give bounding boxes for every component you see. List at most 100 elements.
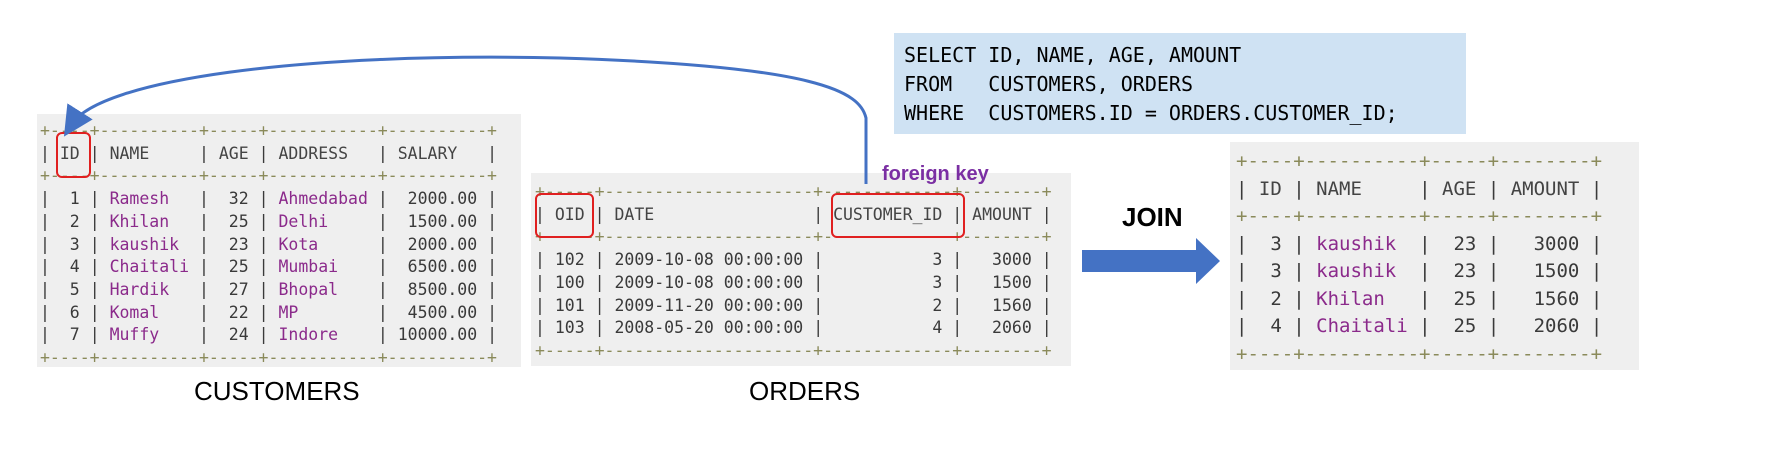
customers-cell: Indore	[278, 325, 368, 345]
orders-oid-highlight	[535, 193, 594, 238]
join-label: JOIN	[1122, 202, 1183, 232]
customers-cell: 2000.00	[397, 189, 478, 209]
result-table-grid: +----+----------+-----+--------+ | ID | …	[1236, 150, 1603, 365]
customers-cell: 3	[59, 234, 80, 254]
orders-customer-id-highlight	[831, 193, 965, 238]
result-border: +----+----------+-----+--------+	[1236, 342, 1603, 365]
customers-cell: 23	[218, 234, 249, 254]
result-cell: 3	[1258, 260, 1282, 282]
result-cell: 23	[1442, 232, 1477, 255]
customers-cell: 6	[59, 302, 80, 322]
result-cell: 4	[1258, 315, 1282, 337]
customers-cell: MP	[278, 302, 368, 322]
customers-header-id: ID	[59, 143, 80, 163]
orders-cell: 1560	[972, 295, 1032, 315]
customers-cell: 32	[218, 189, 249, 209]
orders-cell: 2009-10-08 00:00:00	[614, 250, 804, 270]
customers-border: +----+----------+-----+-----------+-----…	[40, 166, 497, 186]
result-row: | 3 | kaushik | 23 | 3000 |	[1236, 232, 1603, 255]
orders-cell: 4	[833, 318, 943, 338]
join-arrow	[1082, 238, 1220, 284]
customers-cell: 25	[218, 211, 249, 231]
customers-row: | 2 | Khilan | 25 | Delhi | 1500.00 |	[40, 211, 498, 231]
orders-table-grid: +-----+---------------------+-----------…	[535, 182, 1052, 360]
customers-border: +----+----------+-----+-----------+-----…	[40, 121, 497, 140]
foreign-key-arrow	[63, 55, 868, 184]
foreign-key-label: foreign key	[882, 163, 989, 185]
customers-cell: Khilan	[109, 211, 190, 231]
result-cell: 3000	[1510, 232, 1580, 255]
result-cell: kaushik	[1316, 260, 1408, 282]
customers-cell: Mumbai	[278, 257, 368, 277]
customers-cell: 8500.00	[397, 279, 478, 299]
customers-cell: 22	[218, 302, 249, 322]
customers-row: | 3 | kaushik | 23 | Kota | 2000.00 |	[40, 234, 498, 254]
customers-cell: Delhi	[278, 211, 368, 231]
customers-cell: 24	[218, 325, 249, 345]
customers-table: +----+----------+-----+-----------+-----…	[37, 114, 521, 367]
result-cell: 23	[1442, 260, 1477, 282]
customers-cell: Ahmedabad	[278, 189, 368, 209]
orders-cell: 2	[833, 295, 943, 315]
customers-cell: 2	[59, 211, 80, 231]
sql-line-2: FROM CUSTOMERS, ORDERS	[904, 72, 1193, 96]
result-row: | 2 | Khilan | 25 | 1560 |	[1236, 287, 1603, 310]
orders-cell: 2008-05-20 00:00:00	[614, 318, 804, 338]
result-header-age: AGE	[1442, 177, 1477, 200]
customers-cell: kaushik	[109, 234, 190, 254]
orders-caption: ORDERS	[749, 376, 861, 406]
customers-cell: 4	[59, 257, 80, 277]
orders-cell: 100	[554, 272, 585, 292]
customers-table-grid: +----+----------+-----+-----------+-----…	[40, 121, 498, 368]
orders-table: +-----+---------------------+-----------…	[531, 173, 1071, 366]
customers-row: | 5 | Hardik | 27 | Bhopal | 8500.00 |	[40, 279, 498, 299]
customers-row: | 7 | Muffy | 24 | Indore | 10000.00 |	[40, 325, 498, 345]
customers-cell: 27	[218, 279, 249, 299]
customers-header-address: ADDRESS	[278, 143, 368, 163]
orders-cell: 2060	[972, 318, 1032, 338]
customers-border: +----+----------+-----+-----------+-----…	[40, 348, 497, 368]
result-header-id: ID	[1258, 177, 1282, 200]
orders-cell: 102	[554, 250, 585, 270]
sql-query-text: SELECT ID, NAME, AGE, AMOUNT FROM CUSTOM…	[894, 33, 1466, 128]
result-cell: kaushik	[1316, 232, 1408, 255]
customers-cell: 1500.00	[397, 211, 478, 231]
result-row: | 4 | Chaitali | 25 | 2060 |	[1236, 315, 1603, 337]
customers-cell: Chaitali	[109, 257, 190, 277]
customers-cell: 1	[59, 189, 80, 209]
result-cell: 1560	[1510, 287, 1580, 310]
sql-line-3: WHERE CUSTOMERS.ID = ORDERS.CUSTOMER_ID;	[904, 101, 1398, 125]
orders-header-amount: AMOUNT	[972, 204, 1032, 224]
orders-header-oid: OID	[554, 204, 585, 224]
customers-cell: 10000.00	[397, 325, 478, 345]
customers-cell: 2000.00	[397, 234, 478, 254]
orders-border: +-----+---------------------+-----------…	[535, 340, 1052, 360]
result-cell: 2060	[1510, 315, 1580, 337]
customers-cell: Bhopal	[278, 279, 368, 299]
sql-line-1: SELECT ID, NAME, AGE, AMOUNT	[904, 43, 1242, 67]
result-cell: 25	[1442, 287, 1477, 310]
customers-row: | 1 | Ramesh | 32 | Ahmedabad | 2000.00 …	[40, 189, 498, 209]
customers-header-age: AGE	[218, 143, 249, 163]
result-header-name: NAME	[1316, 177, 1408, 200]
orders-row: | 101 | 2009-11-20 00:00:00 | 2 | 1560 |	[535, 295, 1052, 315]
orders-cell: 103	[554, 318, 585, 338]
orders-cell: 3000	[972, 250, 1032, 270]
customers-cell: 6500.00	[397, 257, 478, 277]
orders-cell: 2009-10-08 00:00:00	[614, 272, 804, 292]
orders-cell: 1500	[972, 272, 1032, 292]
customers-cell: 25	[218, 257, 249, 277]
customers-row: | 6 | Komal | 22 | MP | 4500.00 |	[40, 302, 498, 322]
orders-row: | 102 | 2009-10-08 00:00:00 | 3 | 3000 |	[535, 250, 1052, 270]
result-cell: 1500	[1510, 260, 1580, 282]
customers-cell: Komal	[109, 302, 190, 322]
customers-cell: 5	[59, 279, 80, 299]
customers-cell: Muffy	[109, 325, 190, 345]
orders-border: +-----+---------------------+-----------…	[535, 182, 1052, 201]
result-border: +----+----------+-----+--------+	[1236, 205, 1603, 227]
customers-header-name: NAME	[109, 143, 190, 163]
result-cell: 2	[1258, 287, 1282, 310]
customers-caption: CUSTOMERS	[194, 376, 360, 406]
customers-row: | 4 | Chaitali | 25 | Mumbai | 6500.00 |	[40, 257, 498, 277]
